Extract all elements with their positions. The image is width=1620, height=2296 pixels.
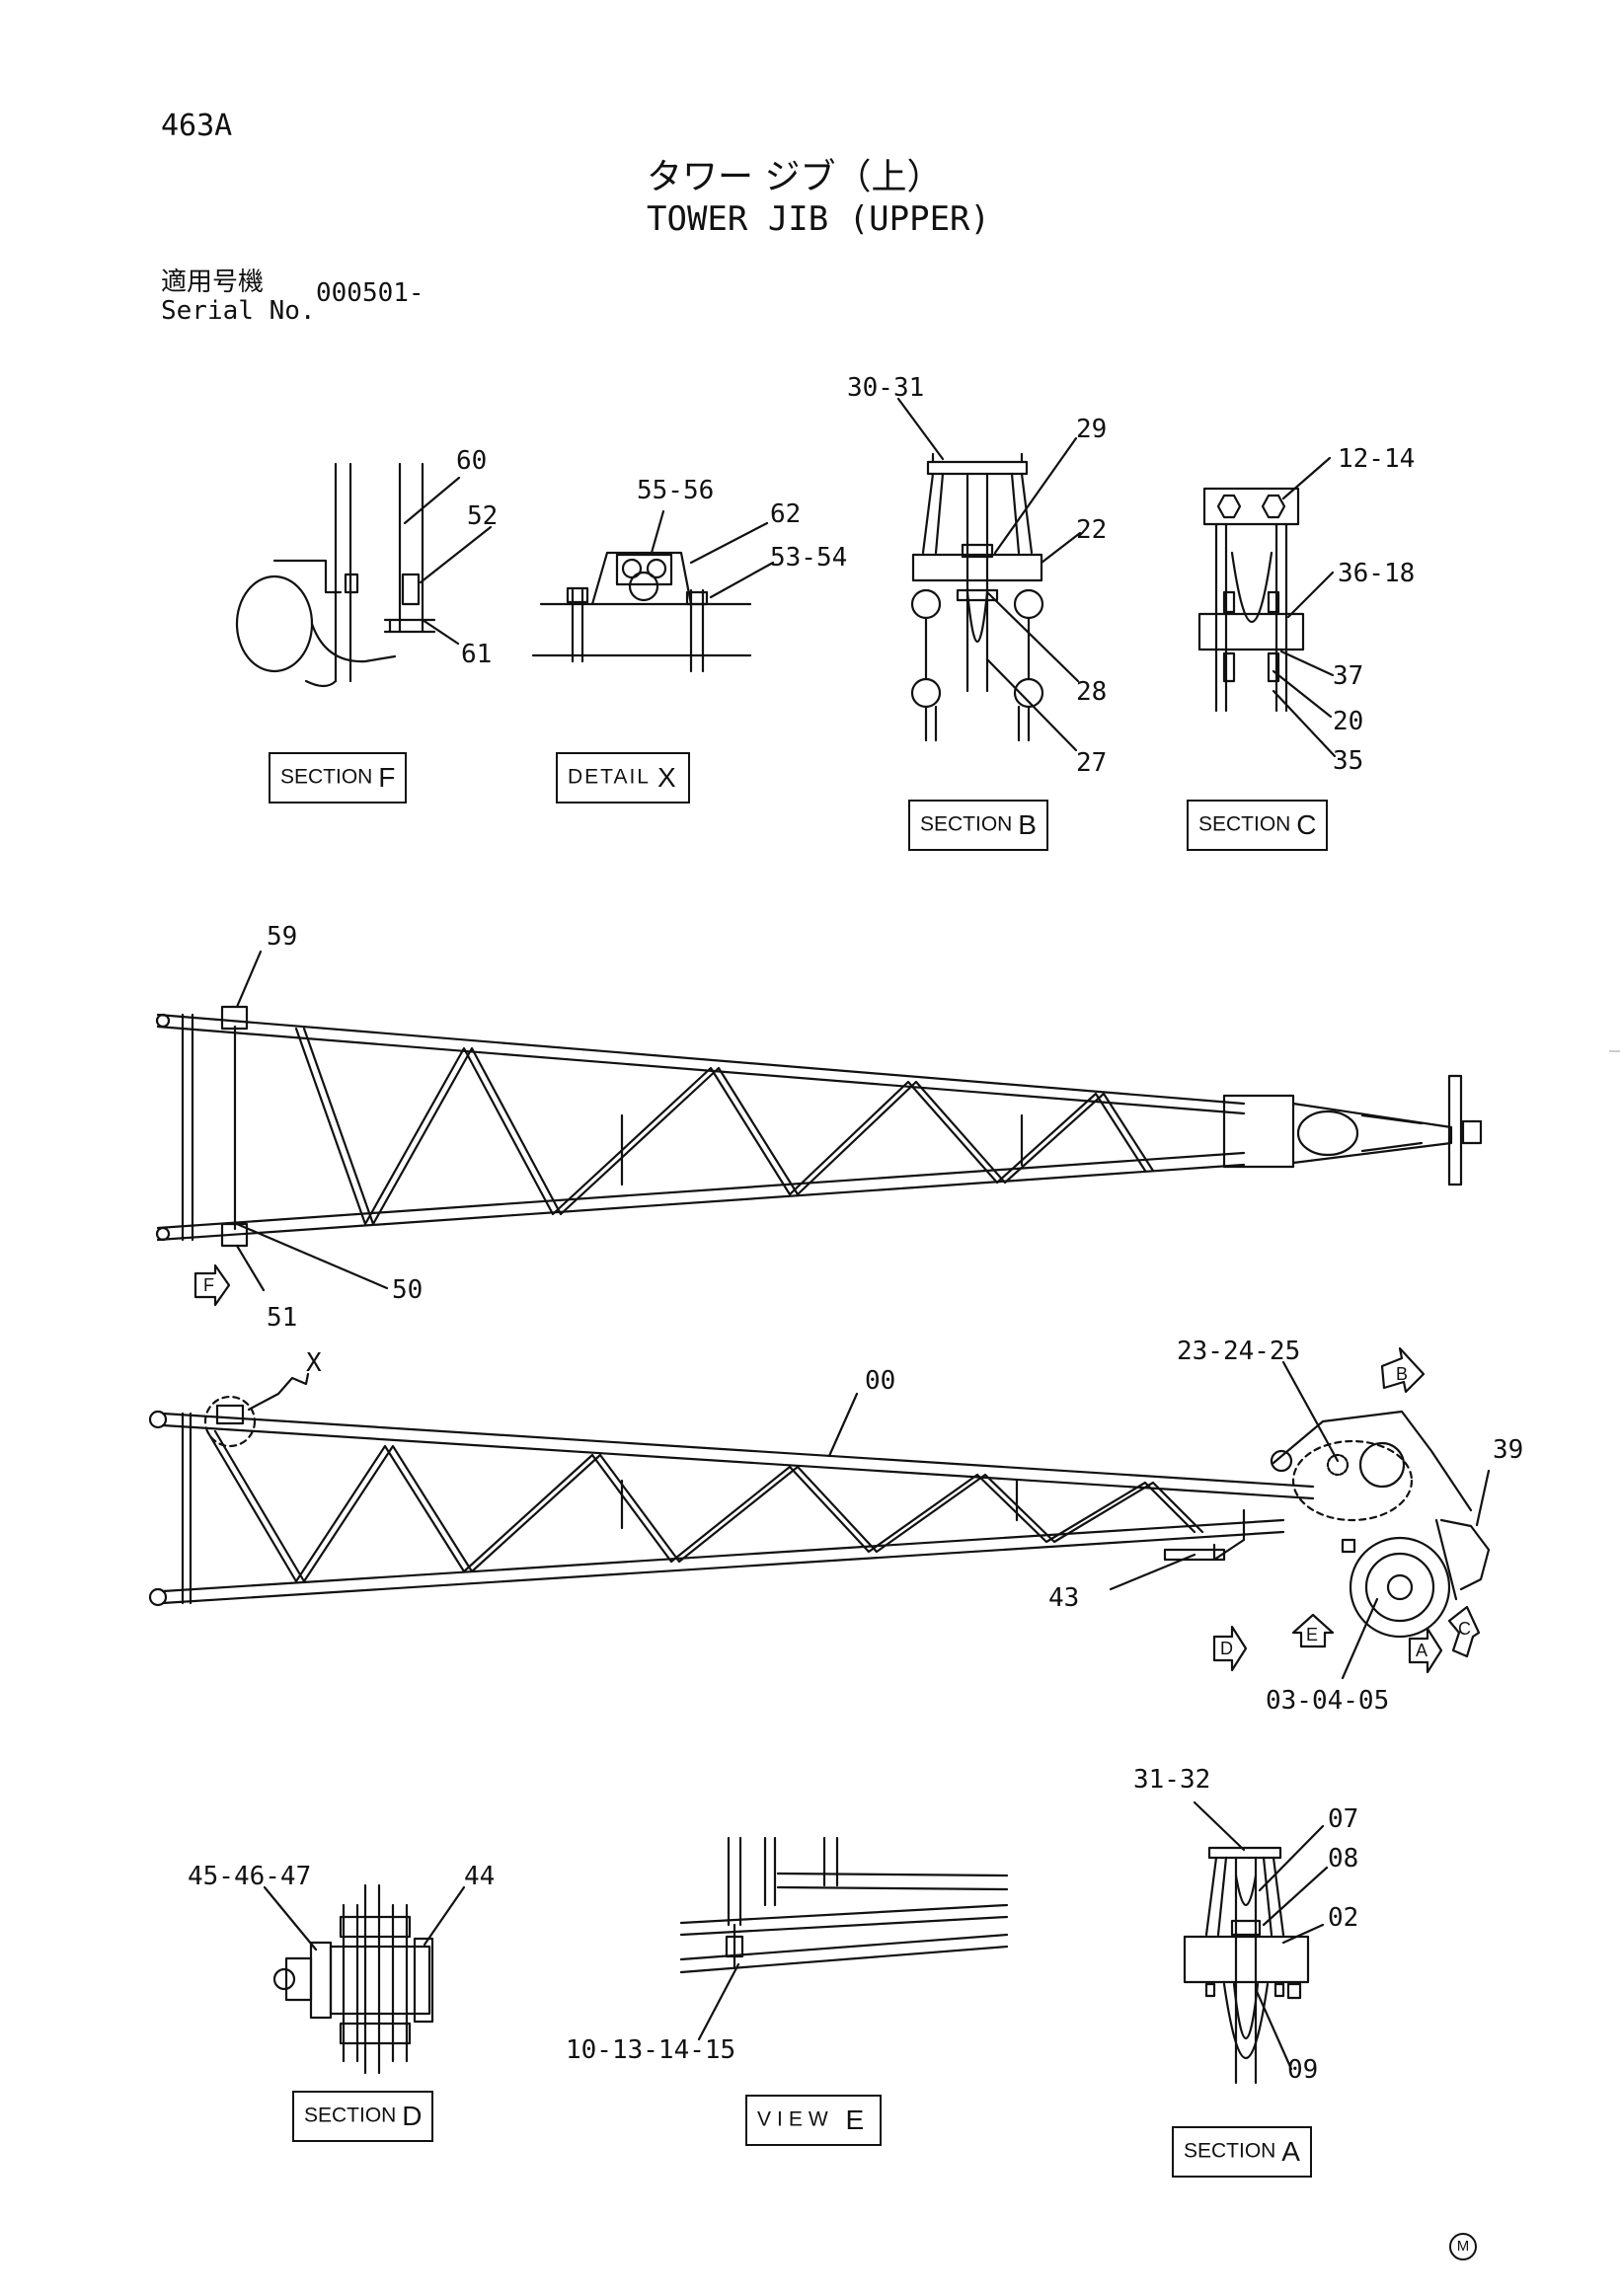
section-a-tag: SECTION A [1172, 2126, 1312, 2178]
part-label-45-46-47: 45-46-47 [188, 1862, 312, 1891]
jib-side-view [155, 1005, 1483, 1248]
footer-circle-mark: M [1449, 2233, 1477, 2260]
part-label-20: 20 [1333, 707, 1364, 736]
section-a-tag-letter: A [1281, 2136, 1300, 2167]
view-e-tag-prefix: VIEW [757, 2107, 834, 2131]
serial-label-en: Serial No. [161, 296, 316, 326]
view-arrow-f-letter: F [203, 1275, 214, 1295]
detail-x-drawing [531, 551, 752, 673]
view-arrow-e-letter: E [1306, 1625, 1319, 1645]
title-english: TOWER JIB (UPPER) [647, 199, 990, 239]
section-d-tag-letter: D [402, 2101, 423, 2131]
view-arrow-a [1408, 1627, 1443, 1674]
section-b-tag: SECTION B [908, 800, 1048, 851]
part-label-59: 59 [267, 922, 298, 952]
part-label-53-54: 53-54 [770, 543, 848, 573]
section-b-tag-prefix: SECTION [920, 812, 1013, 836]
part-label-07: 07 [1328, 1804, 1359, 1834]
view-arrow-c [1447, 1605, 1481, 1658]
jib-top-view [148, 1395, 1491, 1639]
footer-mark-letter: M [1456, 2238, 1470, 2255]
section-d-tag-prefix: SECTION [304, 2104, 397, 2127]
section-d-drawing [272, 1883, 434, 2075]
part-label-37: 37 [1333, 661, 1364, 691]
part-label-23-24-25: 23-24-25 [1177, 1337, 1301, 1366]
part-label-30-31: 30-31 [847, 373, 925, 403]
part-label-43: 43 [1048, 1583, 1080, 1613]
section-c-tag-letter: C [1296, 809, 1317, 840]
part-label-36-18: 36-18 [1338, 559, 1416, 588]
section-f-drawing [235, 462, 436, 688]
part-label-35: 35 [1333, 746, 1364, 776]
view-arrow-e [1291, 1613, 1335, 1648]
title-japanese: タワー ジブ（上） [647, 157, 943, 197]
view-arrow-c-letter: C [1458, 1619, 1471, 1639]
part-label-12-14: 12-14 [1338, 444, 1416, 474]
part-label-31-32: 31-32 [1133, 1765, 1211, 1795]
view-arrow-b-letter: B [1396, 1364, 1409, 1384]
part-label-00: 00 [865, 1366, 896, 1396]
view-e-tag-letter: E [845, 2105, 871, 2135]
view-arrow-f [193, 1263, 231, 1307]
view-e-drawing [679, 1836, 1009, 1974]
view-arrow-d-letter: D [1220, 1639, 1233, 1658]
page-code: 463A [161, 109, 233, 143]
section-b-drawing [910, 452, 1044, 742]
part-label-52: 52 [467, 501, 499, 531]
view-e-tag: VIEW E [745, 2095, 883, 2146]
part-label-55-56: 55-56 [637, 476, 715, 505]
part-label-50: 50 [392, 1275, 424, 1305]
view-arrow-b [1380, 1346, 1426, 1394]
detail-x-tag-letter: X [657, 762, 678, 793]
section-f-tag: SECTION F [269, 752, 408, 804]
part-label-27: 27 [1076, 748, 1108, 778]
part-label-62: 62 [770, 499, 802, 529]
detail-x-tag: DETAIL X [556, 752, 690, 804]
section-c-drawing [1197, 487, 1305, 713]
serial-label-jp: 適用号機 [161, 268, 265, 297]
detail-x-pointer [247, 1372, 310, 1412]
view-arrow-a-letter: A [1416, 1641, 1428, 1660]
section-a-tag-prefix: SECTION [1184, 2139, 1276, 2163]
part-label-10-13-14-15: 10-13-14-15 [566, 2035, 736, 2065]
part-label-60: 60 [456, 446, 488, 476]
section-b-tag-letter: B [1018, 809, 1037, 840]
section-a-drawing [1183, 1846, 1310, 2085]
part-label-44: 44 [464, 1862, 496, 1891]
section-d-tag: SECTION D [292, 2091, 434, 2142]
serial-value: 000501- [316, 278, 424, 308]
part-label-02: 02 [1328, 1903, 1359, 1933]
part-label-x: X [306, 1348, 322, 1378]
section-c-tag-prefix: SECTION [1198, 812, 1291, 836]
section-f-tag-letter: F [378, 762, 396, 793]
part-label-22: 22 [1076, 515, 1108, 545]
part-label-51: 51 [267, 1303, 298, 1333]
part-label-29: 29 [1076, 415, 1108, 444]
part-label-61: 61 [461, 640, 493, 669]
part-label-08: 08 [1328, 1844, 1359, 1874]
part-label-03-04-05: 03-04-05 [1266, 1686, 1390, 1716]
view-arrow-d [1212, 1625, 1248, 1672]
part-label-39: 39 [1493, 1435, 1524, 1465]
section-f-tag-prefix: SECTION [280, 765, 373, 789]
detail-x-tag-prefix: DETAIL [568, 765, 651, 789]
section-c-tag: SECTION C [1187, 800, 1329, 851]
part-label-09: 09 [1287, 2055, 1319, 2085]
part-label-28: 28 [1076, 677, 1108, 707]
